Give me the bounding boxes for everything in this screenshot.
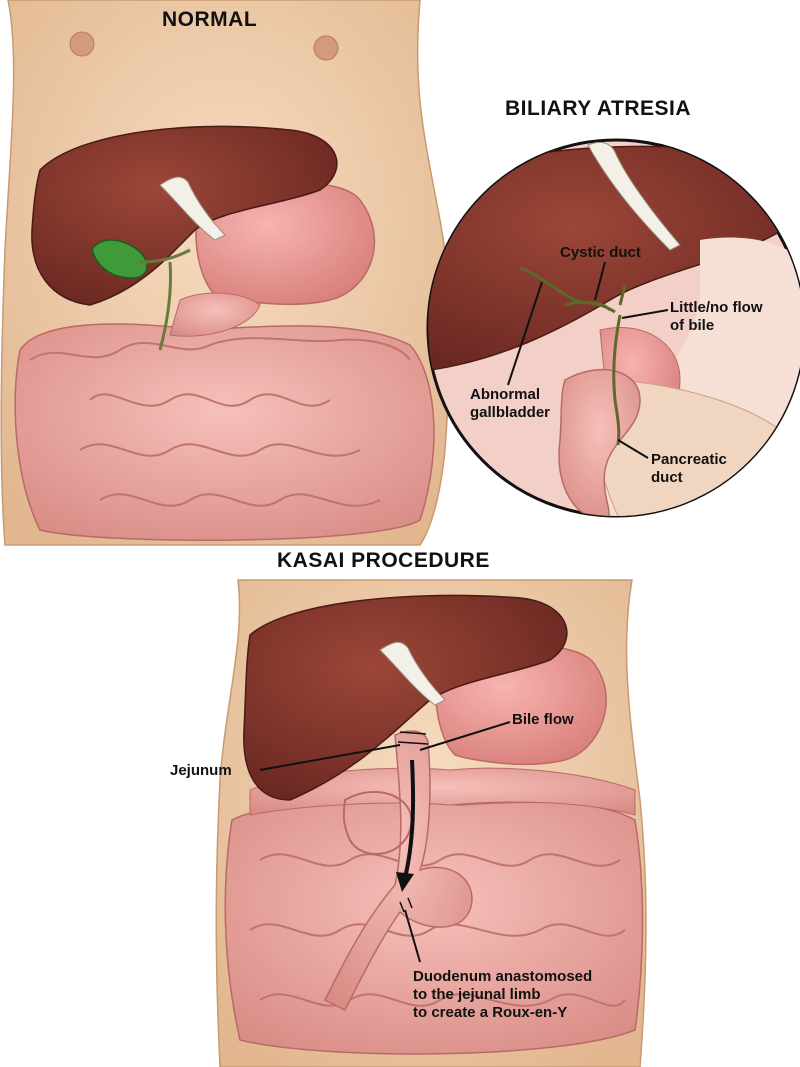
right-nipple-icon: [313, 35, 339, 61]
normal-stomach: [169, 182, 376, 337]
biliary-atresia-inset: [426, 138, 800, 518]
jejunum-label: Jejunum: [170, 762, 232, 779]
kasai-leader-lines: [259, 721, 511, 963]
biliary-leader-lines: [507, 261, 669, 459]
cystic-duct-line: [519, 266, 627, 446]
left-nipple-icon: [69, 31, 95, 57]
biliary-atresia-title: BILIARY ATRESIA: [505, 97, 692, 120]
kasai-liver: [243, 594, 568, 801]
pancreatic-duct-label: Pancreatic duct: [651, 451, 727, 486]
abnormal-gallbladder-label: Abnormal gallbladder: [470, 386, 551, 421]
normal-ligament: [159, 176, 226, 241]
bile-flow-arrow-icon: [403, 759, 416, 879]
normal-title: NORMAL: [162, 8, 258, 31]
normal-gallbladder: [91, 239, 191, 351]
bile-flow-label: Bile flow: [512, 711, 574, 728]
duodenum-anastomosed-label: Duodenum anastomosed to the jejunal limb…: [413, 968, 593, 1021]
kasai-procedure-title: KASAI PROCEDURE: [277, 549, 490, 572]
little-flow-label: Little/no flow of bile: [670, 299, 763, 334]
normal-intestines: [14, 323, 435, 541]
cystic-duct-label: Cystic duct: [560, 244, 641, 261]
kasai-roux-limb: [323, 730, 473, 1012]
